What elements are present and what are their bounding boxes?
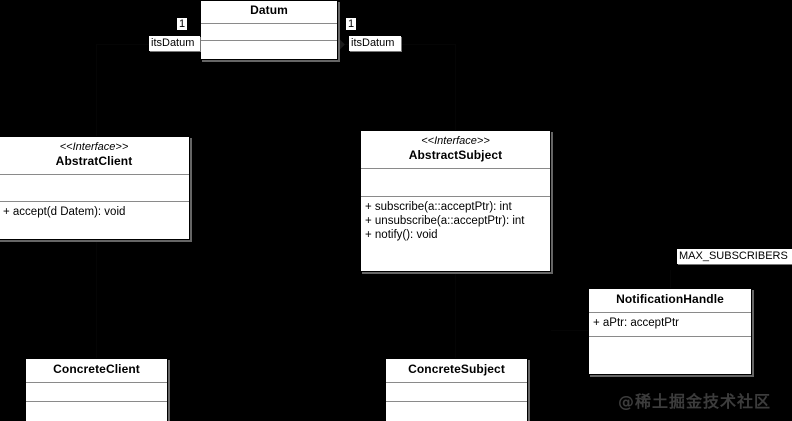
connector-datum-to-subject-vertical <box>455 44 456 130</box>
class-title-abstract-subject: AbstractSubject <box>408 148 503 162</box>
class-title-concrete-subject: ConcreteSubject <box>408 362 505 376</box>
class-attributes-abstract-client <box>0 175 189 202</box>
class-header-concrete-client: ConcreteClient <box>26 359 167 383</box>
connector-handle-to-label <box>670 270 671 288</box>
connector-subject-inheritance <box>455 272 456 358</box>
attribute-item: + aPtr: acceptPtr <box>593 317 679 329</box>
multiplicity-right: 1 <box>346 18 357 30</box>
class-title-abstract-client: AbstratClient <box>55 154 133 168</box>
connector-client-inheritance <box>96 240 97 358</box>
class-attributes-datum <box>201 24 337 41</box>
class-attributes-concrete-subject <box>386 383 527 402</box>
class-operations-concrete-client <box>26 402 167 421</box>
class-title-datum: Datum <box>250 3 288 17</box>
role-label-its-datum-left: itsDatum <box>149 36 200 51</box>
multiplicity-left: 1 <box>177 18 188 30</box>
class-title-concrete-client: ConcreteClient <box>53 362 140 376</box>
class-box-concrete-subject[interactable]: ConcreteSubject <box>385 358 528 421</box>
class-stereotype-abstract-client: <<Interface>> <box>59 141 129 153</box>
class-title-notification-handle: NotificationHandle <box>616 292 724 306</box>
class-stereotype-abstract-subject: <<Interface>> <box>421 135 490 147</box>
class-attributes-concrete-client <box>26 383 167 402</box>
operation-item: + accept(d Datem): void <box>3 206 126 218</box>
class-operations-datum <box>201 41 337 59</box>
operation-item: + notify(): void <box>365 229 438 241</box>
class-attributes-abstract-subject <box>361 169 550 197</box>
class-header-abstract-subject: <<Interface>> AbstractSubject <box>361 131 550 169</box>
class-operations-abstract-subject: + subscribe(a::acceptPtr): int + unsubsc… <box>361 197 550 271</box>
class-attributes-notification-handle: + aPtr: acceptPtr <box>589 313 751 337</box>
class-header-datum: Datum <box>201 1 337 24</box>
class-operations-notification-handle <box>589 337 751 374</box>
class-operations-abstract-client: + accept(d Datem): void <box>0 202 189 239</box>
class-box-datum[interactable]: Datum <box>200 0 338 60</box>
class-header-notification-handle: NotificationHandle <box>589 289 751 313</box>
role-label-its-datum-right: itsDatum <box>349 36 401 51</box>
watermark-text: @稀土掘金技术社区 <box>618 392 772 411</box>
class-box-concrete-client[interactable]: ConcreteClient <box>25 358 168 421</box>
class-box-abstract-subject[interactable]: <<Interface>> AbstractSubject + subscrib… <box>360 130 551 272</box>
connector-subject-to-handle <box>551 330 588 331</box>
operation-item: + subscribe(a::acceptPtr): int <box>365 201 512 213</box>
class-operations-concrete-subject <box>386 402 527 421</box>
operation-item: + unsubscribe(a::acceptPtr): int <box>365 215 525 227</box>
class-box-abstract-client[interactable]: <<Interface>> AbstratClient + accept(d D… <box>0 136 190 240</box>
class-header-abstract-client: <<Interface>> AbstratClient <box>0 137 189 175</box>
connector-datum-to-client-vertical <box>96 44 97 136</box>
constraint-label-max-subscribers: MAX_SUBSCRIBERS <box>677 249 792 264</box>
class-header-concrete-subject: ConcreteSubject <box>386 359 527 383</box>
class-box-notification-handle[interactable]: NotificationHandle + aPtr: acceptPtr <box>588 288 752 375</box>
